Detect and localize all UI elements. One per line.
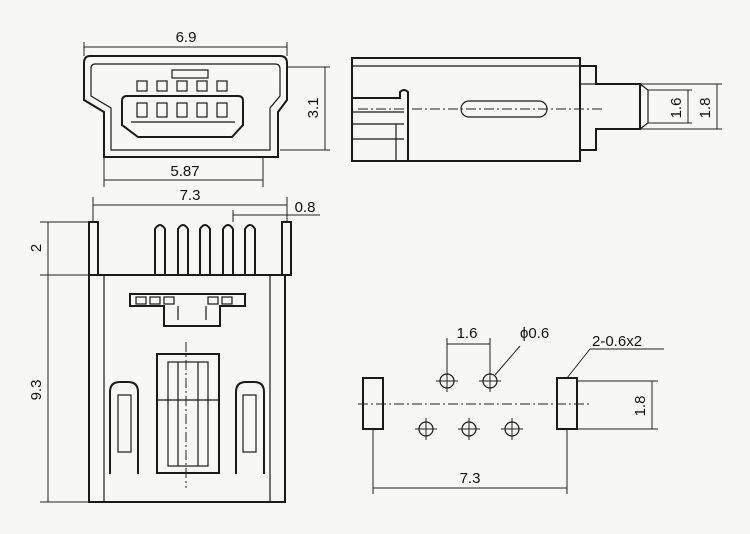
span-label: 7.3: [460, 470, 481, 487]
top-pin-1: [154, 224, 166, 275]
front-contact-5: [216, 102, 228, 118]
top-latch-right-inner: [242, 394, 257, 453]
front-contact-2: [156, 102, 168, 118]
top-pin-4: [222, 224, 234, 275]
front-contact-top-2: [156, 80, 168, 92]
front-view: 6.9 3.1 5.87: [83, 29, 330, 187]
front-height-label: 3.1: [305, 98, 322, 119]
front-contact-top-5: [216, 80, 228, 92]
side-pin-large-label: 1.8: [697, 98, 714, 119]
side-latch: [352, 89, 409, 161]
pcb-footprint: 1.6 ϕ0.6 2-0.6x2 1.8 7.3: [358, 325, 664, 494]
front-contact-top-3: [176, 80, 188, 92]
top-contact-window-4: [207, 296, 219, 305]
front-contact-top-4: [196, 80, 208, 92]
top-pin-2: [177, 224, 189, 275]
slot-spec-leader: [566, 348, 591, 379]
top-contact-block: [129, 293, 246, 327]
top-offset-label: 0.8: [295, 199, 316, 216]
top-tab-right: [281, 221, 292, 276]
top-latch-left: [109, 381, 139, 474]
front-inner-shell: [90, 63, 281, 151]
top-latch-left-inner: [117, 394, 132, 453]
top-length-label: 9.3: [28, 380, 45, 401]
front-receptacle: [121, 95, 244, 138]
front-contact-4: [196, 102, 208, 118]
top-center-opening: [156, 353, 220, 474]
top-pin-3: [199, 224, 211, 275]
top-tab-left: [88, 221, 99, 276]
side-pin-small-label: 1.6: [668, 98, 685, 119]
pitch-label: 1.6: [457, 325, 478, 342]
top-pin-5: [244, 224, 256, 275]
top-contact-window-2: [149, 296, 161, 305]
hole-diameter-label: ϕ0.6: [520, 325, 549, 342]
front-inner-label: 5.87: [170, 163, 199, 180]
top-contact-window-5: [221, 296, 233, 305]
front-top-tab: [171, 69, 209, 79]
front-contact-top-1: [136, 80, 148, 92]
front-contact-3: [176, 102, 188, 118]
top-width-label: 7.3: [180, 187, 201, 204]
top-contact-window-3: [163, 296, 175, 305]
hole-diameter-leader: [494, 345, 521, 376]
front-outer-shell: [83, 55, 288, 158]
slot-spec-label: 2-0.6x2: [592, 333, 642, 350]
top-tab-label: 2: [28, 244, 45, 252]
top-center-spring: [167, 361, 209, 467]
side-view: 1.6 1.8: [351, 57, 722, 162]
top-view: 7.3 0.8 2 9.3: [28, 187, 320, 503]
front-contact-1: [136, 102, 148, 118]
row-gap-label: 1.8: [632, 396, 649, 417]
front-width-label: 6.9: [176, 29, 197, 46]
side-pin-tip: [639, 83, 649, 130]
top-latch-right: [235, 381, 265, 474]
side-plug-outline: [580, 65, 641, 151]
top-contact-window-1: [135, 296, 147, 305]
top-body: [88, 274, 286, 503]
